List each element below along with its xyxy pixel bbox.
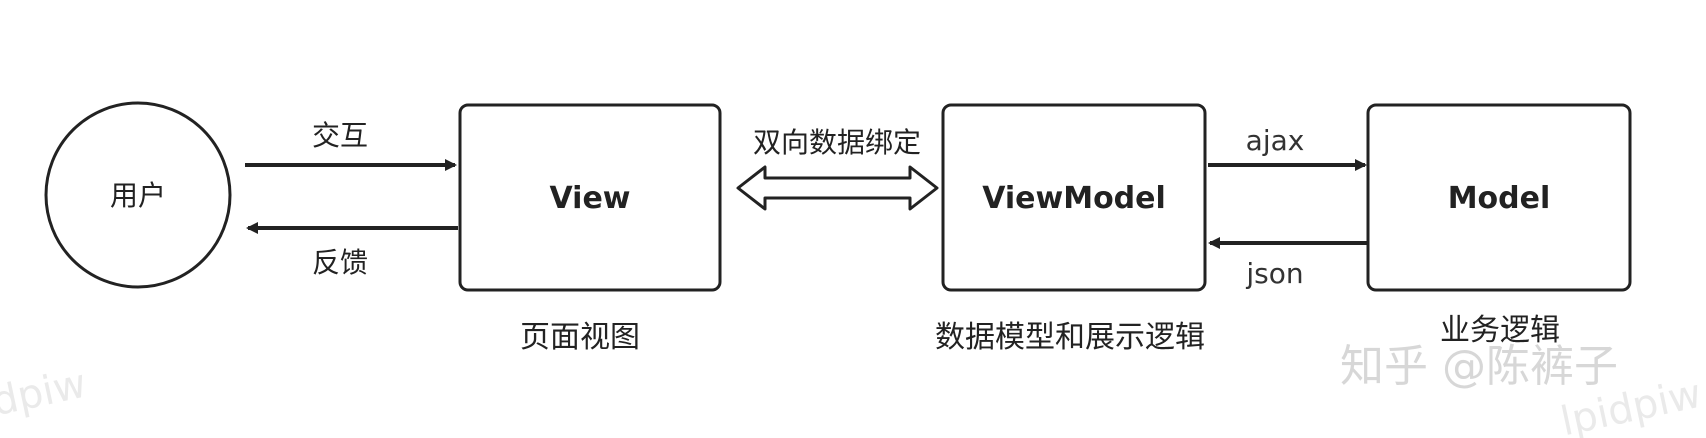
binding-label: 双向数据绑定 (753, 126, 921, 159)
binding-double-arrow (736, 165, 939, 211)
viewmodel-caption: 数据模型和展示逻辑 (935, 320, 1205, 355)
user-node (44, 101, 232, 289)
viewmodel-node (941, 103, 1207, 292)
json-label: json (1245, 257, 1303, 290)
view-node (458, 103, 722, 292)
model-caption: 业务逻辑 (1440, 313, 1560, 348)
feedback-label: 反馈 (312, 246, 368, 279)
model-node (1366, 103, 1632, 292)
watermark-main: 知乎 @陈裤子 (1340, 341, 1618, 392)
view-caption: 页面视图 (520, 320, 640, 355)
model-node-label: Model (1448, 181, 1551, 216)
ajax-label: ajax (1246, 124, 1305, 157)
interact-label: 交互 (312, 119, 368, 152)
view-node-label: View (549, 181, 630, 216)
viewmodel-node-label: ViewModel (982, 181, 1166, 216)
user-node-label: 用户 (110, 179, 166, 212)
